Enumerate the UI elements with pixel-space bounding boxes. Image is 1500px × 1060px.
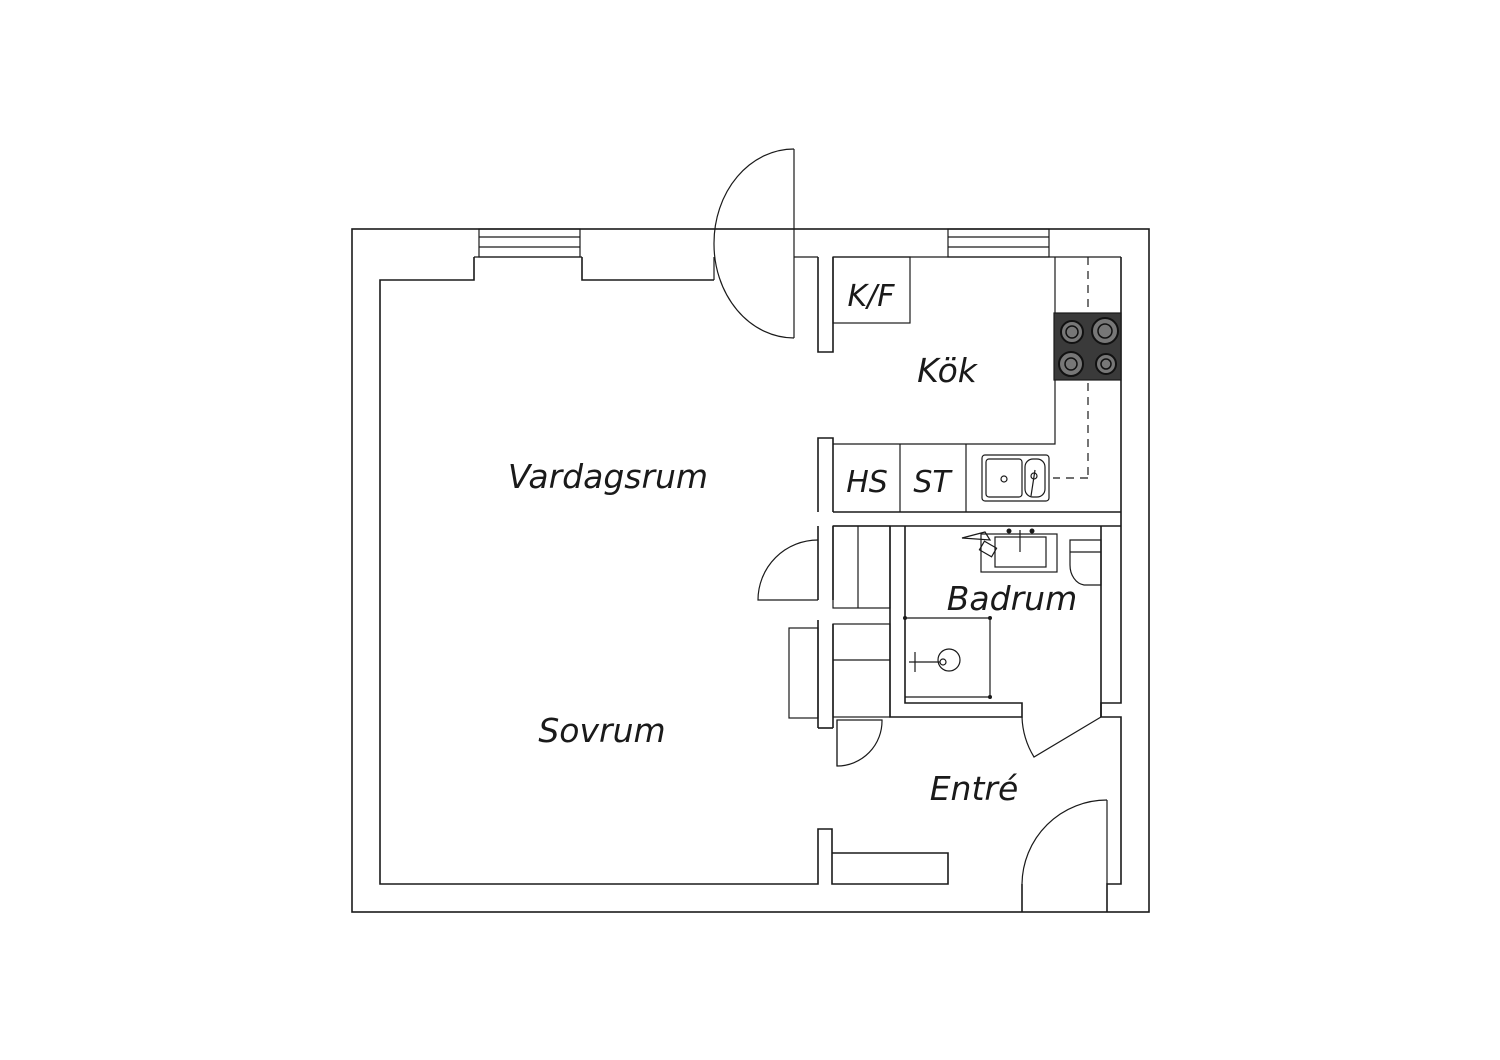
window-kitchen: [833, 228, 1121, 258]
closet-door-swing: [757, 539, 819, 601]
bedroom-closet-door-swing: [836, 719, 883, 767]
kitchen-sink-icon: [981, 454, 1050, 502]
toilet-icon: [1069, 539, 1102, 586]
window-living: [474, 228, 582, 258]
room-label-entrance: Entré: [930, 769, 1019, 808]
fixture-label-fridge-freezer: K/F: [847, 279, 895, 314]
balcony-door: [713, 148, 818, 339]
fridge-freezer: [832, 256, 911, 324]
stove-icon: [1053, 312, 1122, 381]
room-label-living: Vardagsrum: [508, 457, 708, 496]
room-label-kitchen: Kök: [917, 351, 979, 390]
bathroom-sink-icon: [980, 528, 1058, 573]
fixture-label-hs: HS: [846, 465, 888, 500]
bathroom-door-swing: [1021, 716, 1102, 758]
room-label-bedroom: Sovrum: [538, 711, 665, 750]
wardrobes: [788, 525, 891, 719]
entrance-door: [1021, 799, 1108, 885]
outer-wall: [351, 228, 1150, 913]
room-label-bathroom: Badrum: [947, 579, 1077, 618]
fixture-label-st: ST: [913, 465, 953, 500]
towel-hook-icon: [961, 531, 998, 558]
shower-icon: [903, 616, 992, 699]
